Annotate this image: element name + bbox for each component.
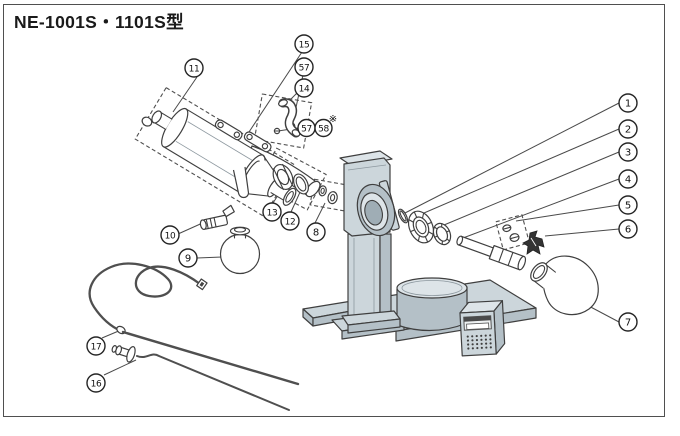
rotary-drive-boss: [356, 180, 400, 237]
elbow-tube-part-14: [278, 98, 301, 138]
svg-text:11: 11: [189, 65, 200, 75]
callout-5: 5: [618, 195, 638, 215]
sensor-cable-part-17: [88, 262, 300, 386]
callout-1: 1: [618, 93, 638, 113]
callout-16: 16: [86, 373, 106, 393]
callout-8: 8: [306, 222, 326, 242]
svg-text:10: 10: [165, 232, 176, 242]
callout-11: 11: [184, 58, 204, 78]
connector-nut-part-13: [272, 163, 294, 191]
callout-7: 7: [618, 312, 638, 332]
joint-clip-part-6: [522, 230, 545, 255]
reference-mark: ※: [329, 114, 337, 125]
support-column: [341, 233, 401, 334]
callout-58: 58: [314, 118, 333, 138]
svg-text:17: 17: [91, 343, 102, 353]
ring-part-3: [432, 222, 452, 246]
svg-text:3: 3: [625, 148, 631, 159]
diagram-frame: [3, 4, 665, 417]
svg-text:57: 57: [299, 64, 310, 74]
svg-text:15: 15: [299, 41, 310, 51]
washers-part-8: [318, 185, 338, 205]
svg-text:16: 16: [91, 380, 102, 390]
panel-display: [466, 322, 490, 331]
dashed-box-screws-5: [495, 214, 531, 251]
water-bath: [396, 277, 468, 332]
svg-text:14: 14: [299, 85, 310, 95]
o-ring-part-12: [293, 173, 309, 195]
evaporating-flask-part-7: [530, 255, 599, 316]
shaft-part-4: [456, 235, 527, 271]
panel-buttons: [466, 334, 492, 350]
svg-text:8: 8: [313, 228, 319, 239]
svg-text:2: 2: [625, 125, 631, 136]
evaporator-main-unit: [302, 150, 537, 357]
o-ring-part-1: [397, 208, 409, 224]
screw-part-58: [273, 127, 281, 135]
svg-text:58: 58: [318, 125, 329, 135]
svg-text:5: 5: [625, 201, 631, 212]
callout-10: 10: [160, 225, 180, 245]
callout-2: 2: [618, 119, 638, 139]
condenser-nozzle: [141, 110, 173, 130]
model-title: NE-1001S・1101S型: [14, 12, 184, 32]
tube-rod-part-16: [111, 345, 290, 411]
leader-lines: [101, 51, 620, 376]
condenser-part-11: [141, 107, 297, 206]
stopcock-part-10: [199, 204, 235, 231]
round-flask-part-9: [219, 226, 261, 275]
svg-text:1: 1: [625, 99, 631, 110]
callout-17: 17: [86, 336, 106, 356]
callout-14: 14: [294, 78, 314, 98]
control-panel: [459, 300, 506, 357]
svg-text:13: 13: [267, 209, 278, 219]
svg-text:4: 4: [625, 175, 631, 186]
callout-13: 13: [262, 202, 282, 222]
clamp-part-15: [214, 119, 272, 153]
svg-text:57: 57: [301, 125, 312, 135]
screws-part-5: [502, 224, 520, 242]
panel-header-bar: [463, 315, 491, 322]
svg-text:12: 12: [285, 218, 296, 228]
callout-57-upper: 57: [294, 57, 314, 77]
bearing-nut-part-2: [407, 210, 435, 244]
callout-15: 15: [294, 34, 314, 54]
callout-57-lower: 57: [297, 118, 316, 138]
svg-text:6: 6: [625, 225, 631, 236]
callout-3: 3: [618, 142, 638, 162]
svg-text:7: 7: [625, 318, 631, 329]
drip-tube: [232, 166, 250, 199]
callout-6: 6: [618, 219, 638, 239]
callout-9: 9: [178, 248, 198, 268]
svg-text:9: 9: [185, 254, 191, 265]
callout-4: 4: [618, 169, 638, 189]
callout-12: 12: [280, 211, 300, 231]
